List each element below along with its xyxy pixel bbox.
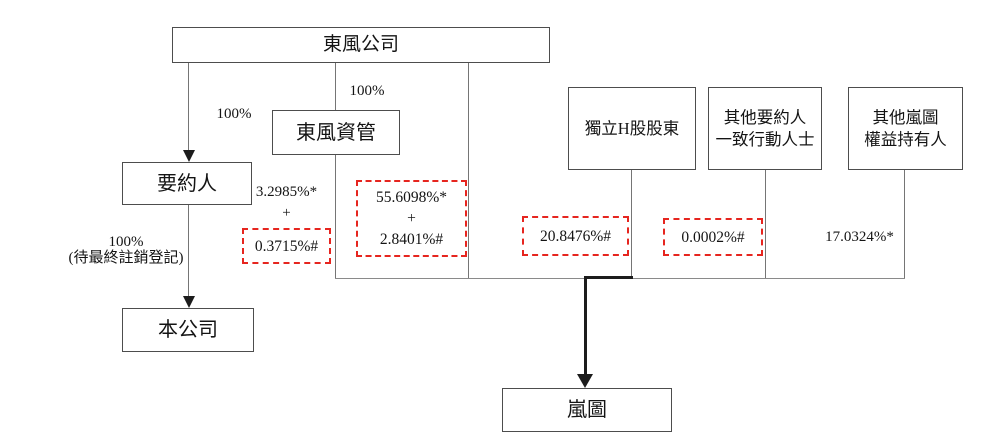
label-dfzg-stake-plus: +: [407, 210, 416, 227]
node-concert-parties: 其他要約人 一致行動人士: [708, 87, 822, 170]
node-lantu: 嵐圖: [502, 388, 672, 432]
label-pct-dongfeng-offeror: 100%: [216, 106, 252, 122]
arrowhead-lantu: [577, 374, 593, 388]
label-offeror-stake-boxed: 0.3715%#: [254, 237, 319, 255]
node-the-company: 本公司: [122, 308, 254, 352]
highlight-dfzg-stake: 55.6098%* + 2.8401%#: [356, 180, 467, 257]
line-dfzg-to-bus: [335, 155, 337, 278]
line-dongfeng-to-bus: [468, 63, 470, 278]
node-other-lantu-holders-line2: 權益持有人: [864, 129, 947, 149]
node-the-company-label: 本公司: [158, 319, 218, 341]
thick-arrow-stem: [584, 276, 587, 374]
line-hshareholders-to-bus: [631, 170, 633, 278]
label-pct-offeror-company: 100% (待最終註銷登記): [42, 234, 210, 266]
arrowhead-company: [183, 296, 195, 308]
highlight-h-shareholders-stake: 20.8476%#: [522, 216, 629, 256]
node-concert-parties-line2: 一致行動人士: [715, 129, 815, 149]
node-independent-h-shareholders-label: 獨立H股股東: [584, 118, 680, 138]
line-dongfeng-to-dfzg: [335, 63, 337, 110]
node-other-lantu-holders: 其他嵐圖 權益持有人: [848, 87, 963, 170]
label-h-shareholders-stake: 20.8476%#: [539, 227, 612, 245]
highlight-offeror-stake-boxed: 0.3715%#: [242, 228, 331, 264]
arrowhead-offeror: [183, 150, 195, 162]
node-dongfeng-company: 東風公司: [172, 27, 550, 63]
label-dfzg-stake-line1: 55.6098%*: [375, 189, 448, 206]
node-dongfeng-company-label: 東風公司: [322, 33, 399, 55]
node-dongfeng-zichan: 東風資管: [272, 110, 400, 155]
node-lantu-label: 嵐圖: [567, 399, 607, 421]
line-offeror-to-company: [188, 205, 190, 296]
highlight-concert-parties-stake: 0.0002%#: [663, 218, 763, 256]
label-pct-dongfeng-dfzg: 100%: [349, 83, 385, 99]
line-otherholders-to-bus: [904, 170, 906, 278]
node-independent-h-shareholders: 獨立H股股東: [568, 87, 696, 170]
thick-elbow-horizontal: [584, 276, 633, 279]
node-dongfeng-zichan-label: 東風資管: [296, 121, 376, 144]
node-offeror: 要約人: [122, 162, 252, 205]
line-dongfeng-to-offeror: [188, 63, 190, 150]
node-other-lantu-holders-line1: 其他嵐圖: [872, 108, 939, 128]
label-other-holders-stake: 17.0324%*: [825, 229, 894, 245]
line-concertparties-to-bus: [765, 170, 767, 278]
label-pct-offeror-company-note: (待最終註銷登記): [68, 250, 184, 267]
label-pct-offeror-company-value: 100%: [108, 234, 144, 250]
label-offeror-stake-plain: 3.2985%*: [255, 184, 318, 200]
label-concert-parties-stake: 0.0002%#: [681, 228, 745, 246]
label-dfzg-stake-line2: 2.8401%#: [379, 231, 444, 248]
node-concert-parties-line1: 其他要約人: [723, 108, 807, 128]
label-offeror-stake-plus: +: [282, 205, 291, 221]
node-offeror-label: 要約人: [157, 172, 217, 195]
